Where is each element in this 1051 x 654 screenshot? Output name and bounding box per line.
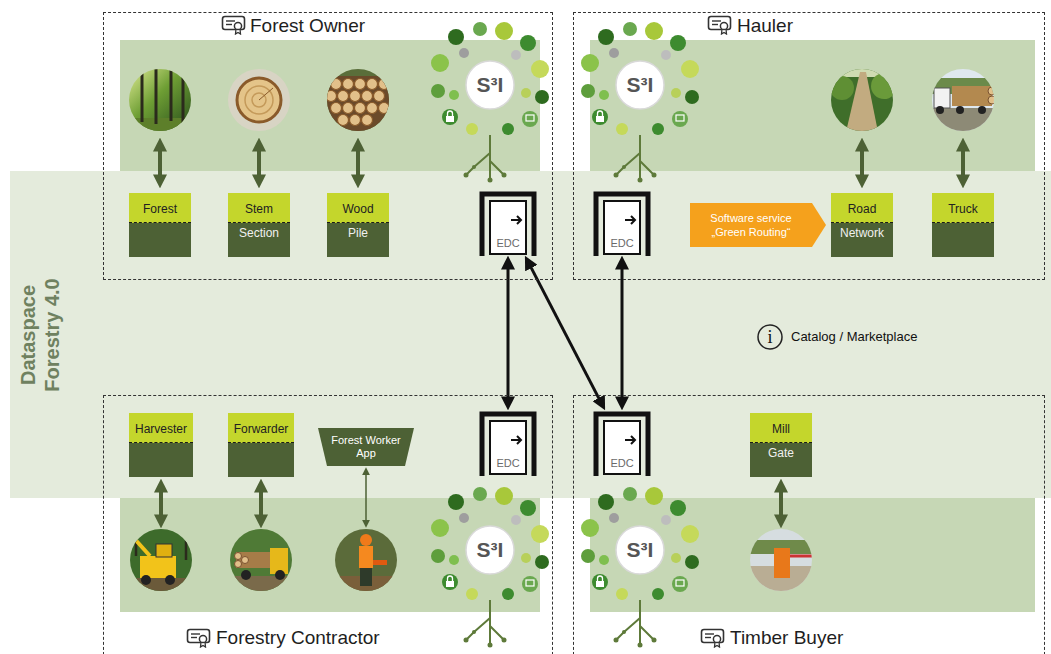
connector-icon: EDC — [592, 190, 652, 256]
connector-label: EDC — [480, 236, 536, 250]
connector-icon: EDC — [478, 190, 538, 256]
dashed-divider — [129, 442, 193, 443]
logo-text: S³I — [460, 72, 520, 98]
woodpile-photo — [324, 65, 394, 135]
participant-frame: EDC Mill GateTimber Buyer — [573, 395, 1045, 654]
connector-arrow — [507, 264, 510, 402]
frame-title-wrap: Forest Owner — [250, 15, 365, 37]
frame-title-wrap: Hauler — [737, 15, 793, 37]
logo-text-wrap: S³I — [460, 537, 520, 563]
asset-box: Mill Gate — [750, 413, 812, 477]
asset-box: Truck — [932, 193, 994, 257]
harvester-photo — [126, 525, 196, 595]
connector-icon: EDC — [592, 410, 652, 476]
forwarder-photo — [226, 525, 296, 595]
logo-text: S³I — [610, 72, 670, 98]
stem-photo — [225, 65, 295, 135]
catalog-label-wrap: Catalog / Marketplace — [791, 329, 917, 345]
connector-icon: EDC — [478, 410, 538, 476]
logo-text: S³I — [610, 537, 670, 563]
connector-label: EDC — [594, 236, 650, 250]
logo-text-wrap: S³I — [460, 72, 520, 98]
participant-frame: Forest Stem Section Wood PileEDC Forest Own… — [103, 12, 553, 280]
asset-label: Mill Gate — [764, 413, 798, 465]
arrow-shape — [690, 203, 826, 247]
connector-label: EDC — [480, 456, 536, 470]
asset-label: Forwarder — [231, 413, 291, 441]
logo-text-wrap: S³I — [610, 537, 670, 563]
service-label: Software service „Green Routing“ — [699, 211, 803, 239]
frame-title-wrap: Forestry Contractor — [216, 627, 380, 649]
worker-photo — [331, 525, 401, 595]
logo-text: S³I — [460, 537, 520, 563]
frame-title-wrap: Timber Buyer — [730, 627, 843, 649]
asset-label: Road Network — [835, 193, 889, 245]
dashed-divider — [327, 222, 389, 223]
truck-photo — [929, 65, 999, 135]
asset-box: Harvester — [129, 413, 193, 477]
asset-box: Stem Section — [228, 193, 290, 257]
frame-title: Forestry Contractor — [216, 627, 380, 649]
asset-box: Road Network — [831, 193, 893, 257]
participant-frame: Harvester ForwarderForest Worker AppEDC Fo… — [103, 395, 553, 654]
dashed-divider — [831, 222, 893, 223]
dashed-divider — [750, 442, 812, 443]
asset-label: Harvester — [132, 413, 190, 441]
asset-label: Stem Section — [232, 193, 286, 245]
dashed-divider — [932, 222, 994, 223]
frame-title: Forest Owner — [250, 15, 365, 37]
forest-photo — [125, 65, 195, 135]
dashed-divider — [228, 442, 294, 443]
asset-label: Wood Pile — [338, 193, 378, 245]
asset-label: Truck — [936, 193, 990, 221]
asset-box: Forest — [129, 193, 191, 257]
frame-title: Timber Buyer — [730, 627, 843, 649]
participant-frame: EDC Software service „Green Routing“ Road … — [573, 12, 1045, 280]
connector-label: EDC — [594, 456, 650, 470]
road-photo — [828, 65, 898, 135]
service-arrow: Software service „Green Routing“ — [690, 203, 826, 247]
dashed-divider — [228, 222, 290, 223]
app-trapezoid: Forest Worker App — [318, 428, 414, 466]
asset-box: Forwarder — [228, 413, 294, 477]
millgate-photo — [746, 525, 816, 595]
catalog-label: Catalog / Marketplace — [791, 329, 917, 345]
asset-label: Forest — [133, 193, 187, 221]
connector-arrow — [621, 264, 624, 402]
band-title: Dataspace Forestry 4.0 — [16, 260, 64, 410]
asset-box: Wood Pile — [327, 193, 389, 257]
info-letter-wrap: i — [760, 325, 780, 349]
app-label: Forest Worker App — [327, 434, 405, 460]
thin-arrow — [365, 472, 367, 523]
logo-text-wrap: S³I — [610, 72, 670, 98]
band-title-wrap: Dataspace Forestry 4.0 — [16, 260, 64, 410]
info-letter: i — [760, 325, 780, 349]
frame-title: Hauler — [737, 15, 793, 37]
dashed-divider — [129, 222, 191, 223]
